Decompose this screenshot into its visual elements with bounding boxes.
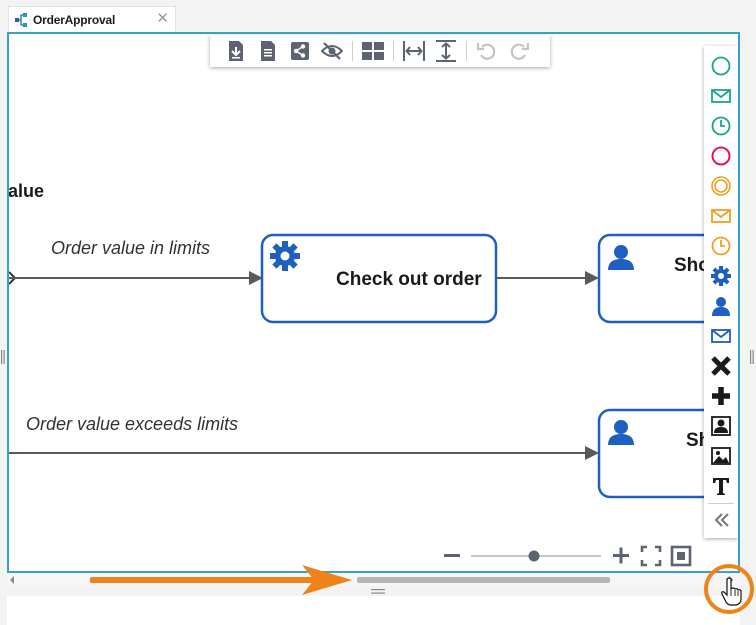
layout-grid-icon[interactable] [362, 40, 384, 62]
zoom-slider-handle[interactable] [528, 550, 540, 562]
text-annotation-icon[interactable] [706, 472, 736, 500]
zoom-out-icon[interactable] [444, 554, 460, 557]
bpmn-diagram: alue Order value in limits [9, 181, 740, 499]
diagram-toolbar [210, 35, 550, 67]
share-icon[interactable] [289, 40, 311, 62]
user-task-bottom[interactable] [597, 408, 740, 499]
user-icon [608, 420, 634, 445]
left-resize-handle[interactable] [1, 350, 5, 364]
palette-separator [708, 503, 734, 504]
end-event-icon[interactable] [706, 142, 736, 170]
right-resize-handle[interactable] [750, 350, 754, 364]
bottom-resize-handle[interactable] [371, 589, 385, 595]
document-icon[interactable] [257, 40, 279, 62]
partial-label: alue [9, 181, 44, 201]
toolbar-separator [393, 41, 394, 61]
gear-icon [270, 241, 300, 271]
toolbar-separator [352, 41, 353, 61]
process-icon [15, 12, 27, 27]
intermediate-event-icon[interactable] [706, 172, 736, 200]
scroll-left-icon[interactable] [9, 576, 15, 584]
hand-cursor-icon [721, 577, 742, 606]
user-icon [608, 245, 634, 270]
diagram-canvas[interactable]: alue Order value in limits [7, 32, 740, 573]
service-task[interactable] [260, 233, 498, 324]
bottom-panel [7, 596, 740, 625]
message-intermediate-event-icon[interactable] [706, 202, 736, 230]
start-event-icon[interactable] [706, 52, 736, 80]
fit-width-icon[interactable] [403, 40, 425, 62]
zoom-in-icon[interactable] [613, 547, 629, 564]
annotation-arrow [90, 565, 352, 595]
close-icon[interactable]: ✕ [156, 10, 169, 27]
service-task-icon[interactable] [706, 262, 736, 290]
redo-icon[interactable] [508, 40, 530, 62]
flow-label-in-limits: Order value in limits [51, 238, 210, 258]
timer-start-event-icon[interactable] [706, 112, 736, 140]
annotation-circle [704, 564, 754, 614]
image-icon[interactable] [706, 442, 736, 470]
download-icon[interactable] [225, 40, 247, 62]
user-task-icon[interactable] [706, 292, 736, 320]
subprocess-icon[interactable] [706, 412, 736, 440]
flow-label-exceeds-limits: Order value exceeds limits [26, 414, 238, 434]
mail-task-icon[interactable] [706, 322, 736, 350]
zoom-controls [444, 545, 692, 567]
user-task-top[interactable] [597, 233, 740, 324]
timer-intermediate-event-icon[interactable] [706, 232, 736, 260]
toolbar-separator [466, 41, 467, 61]
tab-title: OrderApproval [33, 12, 116, 27]
parallel-gateway-icon[interactable] [706, 382, 736, 410]
user-task-top-label: Sho [674, 255, 710, 276]
collapse-palette-icon[interactable] [706, 506, 736, 534]
undo-icon[interactable] [476, 40, 498, 62]
exclusive-gateway-icon[interactable] [706, 352, 736, 380]
element-palette [704, 46, 738, 538]
tab-order-approval[interactable]: OrderApproval ✕ [8, 6, 176, 32]
message-start-event-icon[interactable] [706, 82, 736, 110]
hide-icon[interactable] [321, 40, 343, 62]
fit-height-icon[interactable] [435, 40, 457, 62]
fullscreen-icon[interactable] [640, 545, 662, 567]
fit-to-screen-icon[interactable] [670, 545, 692, 567]
service-task-label: Check out order [336, 269, 482, 290]
scrollbar-thumb[interactable] [357, 577, 610, 583]
